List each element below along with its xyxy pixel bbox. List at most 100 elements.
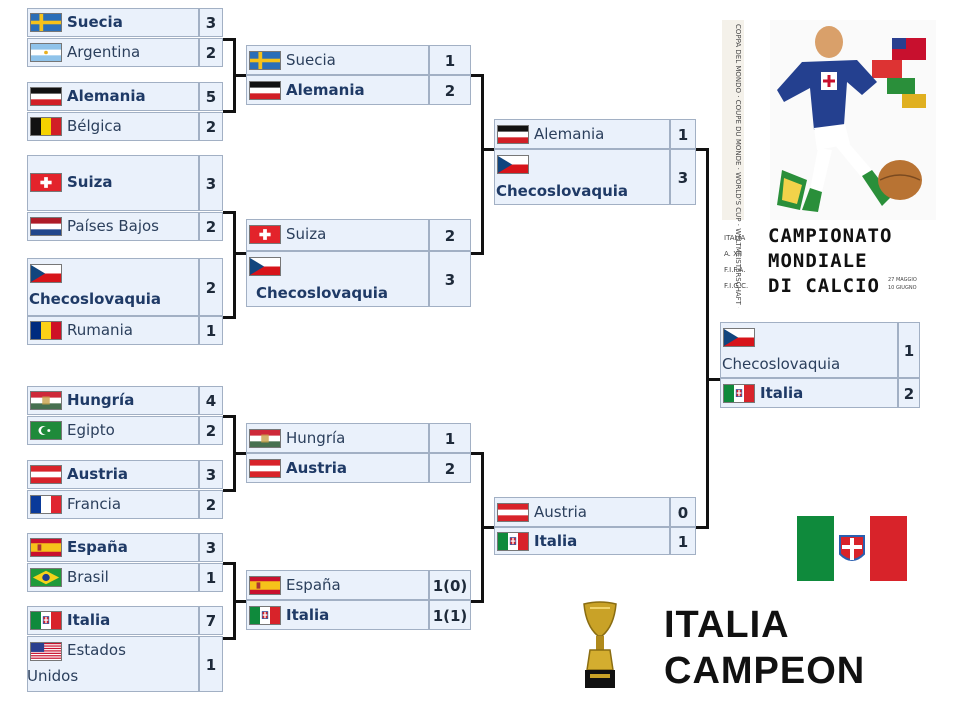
bracket-connector xyxy=(696,148,706,151)
sweden-flag-icon xyxy=(30,13,62,32)
team-name-line1: Estados xyxy=(67,641,126,659)
netherlands-flag-icon xyxy=(30,217,62,236)
team-name: Italia xyxy=(286,606,330,624)
qf-score: 1(0) xyxy=(429,570,471,600)
r16-score: 2 xyxy=(199,112,223,141)
france-flag-icon xyxy=(30,495,62,514)
austria-flag-icon xyxy=(249,459,281,478)
team-name: Hungría xyxy=(286,429,346,447)
team-name: España xyxy=(67,538,128,556)
r16-score: 3 xyxy=(199,155,223,211)
bracket-connector xyxy=(481,148,494,151)
team-name: Austria xyxy=(286,459,348,477)
team-name: Checoslovaquia xyxy=(256,284,389,302)
r16-score: 3 xyxy=(199,533,223,562)
bracket-connector xyxy=(471,74,481,77)
final-score: 2 xyxy=(898,378,920,408)
team-name: Bélgica xyxy=(67,117,122,135)
team-name: Checoslovaquia xyxy=(29,290,162,308)
austria-flag-icon xyxy=(30,465,62,484)
team-name: Italia xyxy=(67,611,111,629)
czechoslovakia-flag-icon xyxy=(723,328,755,347)
svg-text:COPPA DEL MONDO · COUPE DU MON: COPPA DEL MONDO · COUPE DU MONDE · WORLD… xyxy=(734,24,742,308)
germany-flag-icon xyxy=(497,125,529,144)
team-name: Suiza xyxy=(67,173,113,191)
switzerland-flag-icon xyxy=(30,173,62,192)
bracket-connector xyxy=(706,378,720,381)
germany-flag-icon xyxy=(249,81,281,100)
r16-score: 2 xyxy=(199,490,223,519)
team-name: Suecia xyxy=(67,13,123,31)
team-name: Brasil xyxy=(67,568,109,586)
team-name: Italia xyxy=(534,532,578,550)
sf-score: 0 xyxy=(670,497,696,527)
team-name: Francia xyxy=(67,495,122,513)
spain-flag-icon xyxy=(30,538,62,557)
poster-dates: 27 MAGGIO 10 GIUGNO xyxy=(888,277,917,291)
bracket-connector xyxy=(471,252,481,255)
bracket-connector xyxy=(233,211,236,319)
hungary-flag-icon xyxy=(30,391,62,410)
r16-score: 5 xyxy=(199,82,223,111)
sf-score: 3 xyxy=(670,149,696,205)
bracket-connector xyxy=(223,211,233,214)
bracket-connector xyxy=(223,415,233,418)
bracket-connector xyxy=(233,452,246,455)
poster-title-line3: DI CALCIO xyxy=(768,275,880,297)
r16-score: 3 xyxy=(199,460,223,489)
poster-label-left: ITALIA A. XII F.I.F.A. F.I.G.C. xyxy=(724,234,749,290)
r16-score: 2 xyxy=(199,258,223,316)
bracket-connector xyxy=(233,252,246,255)
germany-flag-icon xyxy=(30,87,62,106)
bracket-connector xyxy=(233,74,246,77)
italy-savoy-flag-icon xyxy=(797,516,907,581)
switzerland-flag-icon xyxy=(249,225,281,244)
bracket-connector xyxy=(696,526,706,529)
r16-score: 1 xyxy=(199,316,223,345)
italy-flag-icon xyxy=(723,384,755,403)
sf-score: 1 xyxy=(670,119,696,149)
jules-rimet-trophy-icon xyxy=(580,600,620,692)
champion-title-line1: ITALIA xyxy=(664,604,790,646)
team-name: Suecia xyxy=(286,51,336,69)
argentina-flag-icon xyxy=(30,43,62,62)
egypt-flag-icon xyxy=(30,421,62,440)
belgium-flag-icon xyxy=(30,117,62,136)
team-name: Checoslovaquia xyxy=(496,182,629,200)
qf-score: 2 xyxy=(429,75,471,105)
bracket-connector xyxy=(471,452,481,455)
bracket-connector xyxy=(223,38,233,41)
sweden-flag-icon xyxy=(249,51,281,70)
qf-score: 2 xyxy=(429,453,471,483)
team-name: Egipto xyxy=(67,421,115,439)
team-name: Austria xyxy=(67,465,129,483)
bracket-connector xyxy=(706,148,709,529)
hungary-flag-icon xyxy=(249,429,281,448)
qf-score: 1 xyxy=(429,423,471,453)
r16-score: 2 xyxy=(199,38,223,67)
team-name: Rumania xyxy=(67,321,133,339)
czechoslovakia-flag-icon xyxy=(30,264,62,283)
bracket-connector xyxy=(223,489,233,492)
qf-score: 1 xyxy=(429,45,471,75)
czechoslovakia-flag-icon xyxy=(497,155,529,174)
bracket-connector xyxy=(481,526,494,529)
bracket-connector xyxy=(481,74,484,255)
spain-flag-icon xyxy=(249,576,281,595)
brazil-flag-icon xyxy=(30,568,62,587)
team-name: España xyxy=(286,576,341,594)
italy-flag-icon xyxy=(497,532,529,551)
team-name: Italia xyxy=(760,384,804,402)
bracket-connector xyxy=(233,600,246,603)
bracket-connector xyxy=(471,600,481,603)
czechoslovakia-flag-icon xyxy=(249,257,281,276)
poster-illustration: COPPA DEL MONDO · COUPE DU MONDE · WORLD… xyxy=(722,20,936,376)
bracket-connector xyxy=(223,637,233,640)
bracket-connector xyxy=(223,316,233,319)
team-name: Alemania xyxy=(67,87,146,105)
austria-flag-icon xyxy=(497,503,529,522)
r16-team-suecia[interactable] xyxy=(27,8,199,37)
team-name: Alemania xyxy=(534,125,605,143)
champion-title-line2: CAMPEON xyxy=(664,650,866,692)
team-name: Suiza xyxy=(286,225,327,243)
